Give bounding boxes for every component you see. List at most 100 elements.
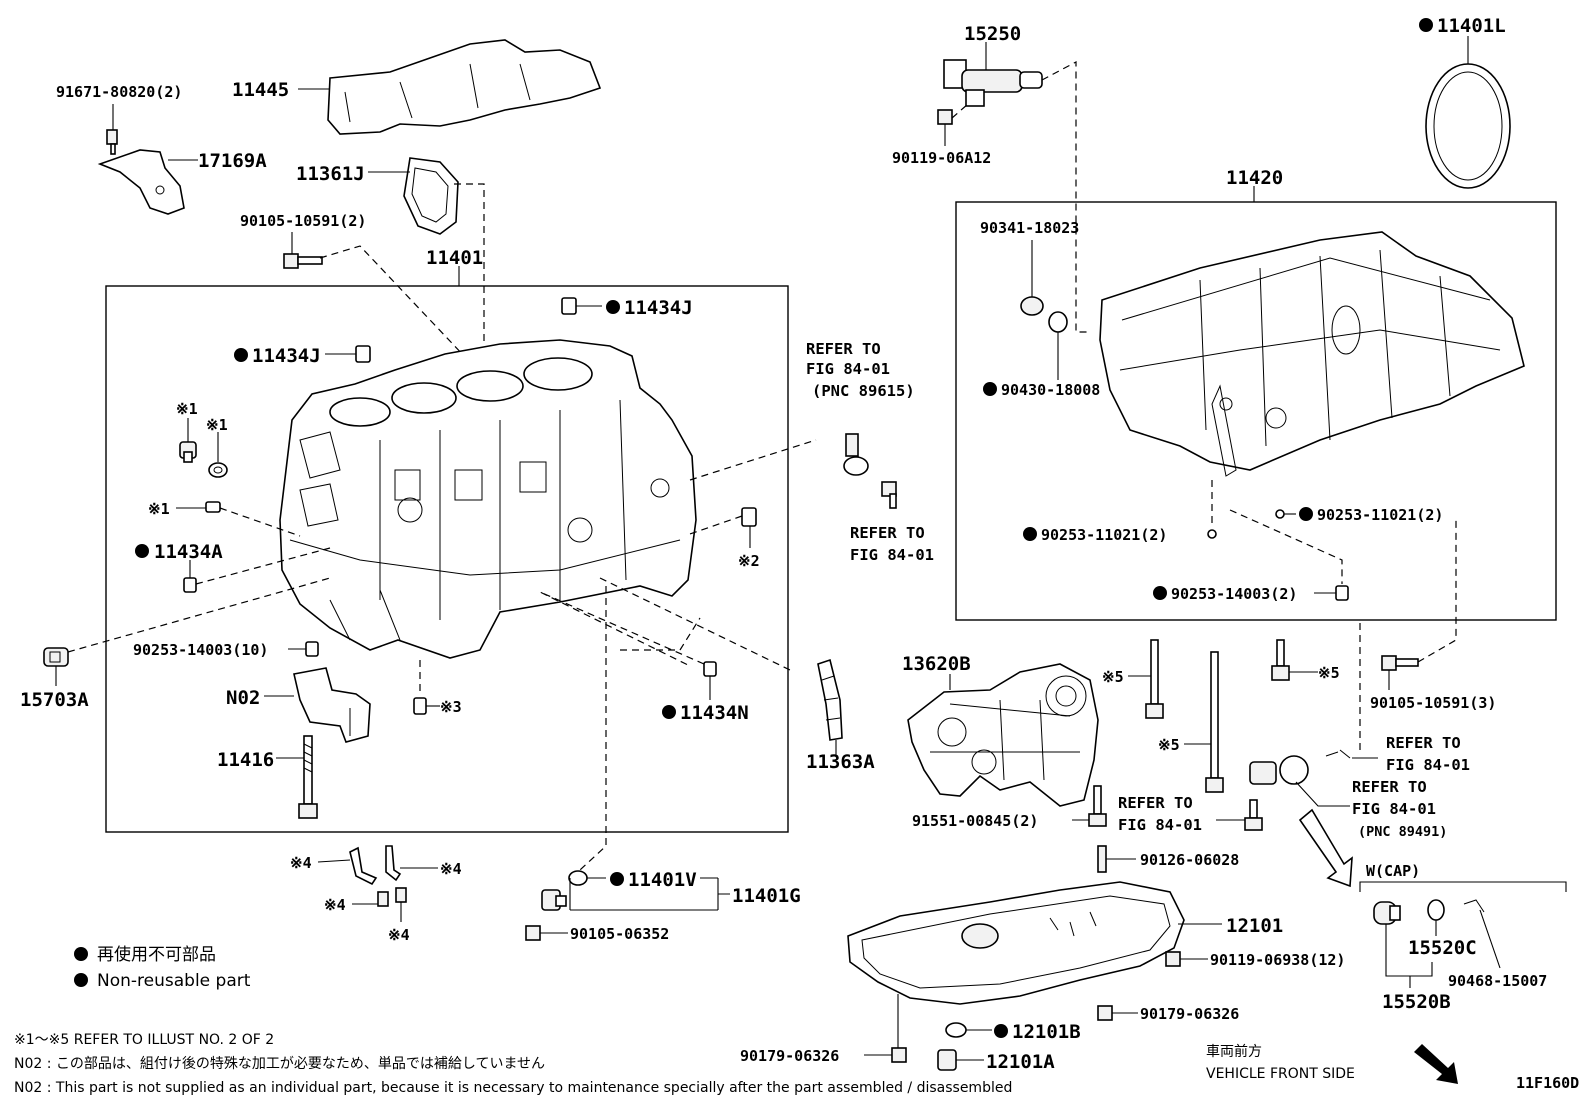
label-91671: 91671-80820(2) <box>56 83 182 101</box>
bolt-90119-06A12-part <box>937 109 953 125</box>
pin-90253-14003-2-part <box>1335 585 1349 601</box>
dash-90105-10591-2 <box>319 245 467 359</box>
legend-en: Non-reusable part <box>97 971 251 991</box>
refer-4-line1: REFER TO <box>1386 734 1461 752</box>
install-direction-arrow-icon <box>1298 808 1353 888</box>
label-x1-b: ※1 <box>206 416 228 434</box>
label-11434A: 11434A <box>154 541 223 563</box>
bolt-x5-a-part <box>1145 639 1164 719</box>
gasket-x1-part <box>208 462 228 478</box>
oil-pan-group-box <box>955 201 1557 621</box>
label-x2: ※2 <box>738 552 760 570</box>
label-x5-a: ※5 <box>1102 668 1124 686</box>
label-x1-c: ※1 <box>148 500 170 518</box>
front-arrow-icon <box>1414 1044 1458 1084</box>
refer-5-line3: (PNC 89491) <box>1358 824 1447 840</box>
bracket-11401G <box>569 877 730 911</box>
dash-11361J <box>454 183 485 346</box>
label-90253-11021-a: 90253-11021(2) <box>1041 526 1167 544</box>
label-90126: 90126-06028 <box>1140 851 1239 869</box>
refer-1-line2: FIG 84-01 <box>806 360 890 378</box>
drain-plug-12101A-part <box>937 1049 957 1071</box>
label-90253-14003-10: 90253-14003(10) <box>133 641 268 659</box>
label-x3: ※3 <box>440 698 462 716</box>
bolt-x5-b-part <box>1205 651 1224 793</box>
refer-3-line2: FIG 84-01 <box>1118 816 1202 834</box>
label-11401V: 11401V <box>628 869 697 891</box>
dash-15250 <box>1041 61 1090 333</box>
label-90341: 90341-18023 <box>980 219 1079 237</box>
dash-90105-10591-3 <box>1417 520 1457 663</box>
bracket-17169A-part <box>97 149 185 215</box>
label-11434J-right: 11434J <box>624 297 693 319</box>
bolt-refer-3-part <box>1244 799 1263 831</box>
stud-91551-part <box>1088 785 1107 827</box>
label-x4-d: ※4 <box>388 926 410 944</box>
label-x1-a: ※1 <box>176 400 198 418</box>
pin-x1-part <box>205 501 221 513</box>
label-x5-c: ※5 <box>1318 664 1340 682</box>
plug-11401G-part <box>541 889 567 911</box>
legend-dot-en <box>74 973 88 987</box>
label-12101B: 12101B <box>1012 1021 1081 1043</box>
wcap-bracket <box>1359 881 1567 892</box>
label-90105-06352: 90105-06352 <box>570 925 669 943</box>
pin-90253-14003-10-part <box>305 641 319 657</box>
clip-x4-part <box>377 887 407 907</box>
cylinder-block-group-box <box>105 285 789 833</box>
label-11434N: 11434N <box>680 702 749 724</box>
dash-x2 <box>689 515 743 535</box>
oil-pump-13620B-part <box>907 663 1099 807</box>
nonreusable-mark-90253-14003-2 <box>1153 586 1167 600</box>
oil-seal-11401L-part <box>1425 63 1511 189</box>
nonreusable-mark-11434N <box>662 705 676 719</box>
label-N02: N02 <box>226 687 260 709</box>
refer-5-line2: FIG 84-01 <box>1352 800 1436 818</box>
label-90105-10591-2: 90105-10591(2) <box>240 212 366 230</box>
oil-pan-11420-part <box>1099 231 1525 477</box>
pin-11434J-right-part <box>561 297 577 315</box>
label-90179-b: 90179-06326 <box>740 1047 839 1065</box>
label-11363A: 11363A <box>806 751 875 773</box>
label-11401: 11401 <box>426 247 483 269</box>
leader-refer-5 <box>1295 781 1350 807</box>
insulator-11445-part <box>327 39 602 135</box>
bolt-90105-10591-3-part <box>1381 655 1419 671</box>
dash-15703A <box>67 577 331 653</box>
label-wcap: W(CAP) <box>1366 862 1420 880</box>
label-90179-a: 90179-06326 <box>1140 1005 1239 1023</box>
label-x4-a: ※4 <box>290 854 312 872</box>
bearing-cap-N02-part <box>293 667 371 743</box>
front-ja: 車両前方 <box>1206 1043 1262 1060</box>
bolt-x5-c-part <box>1271 639 1290 681</box>
bolt-91671-part <box>106 129 118 155</box>
nonreusable-mark-11401V <box>610 872 624 886</box>
label-90105-10591-3: 90105-10591(3) <box>1370 694 1496 712</box>
gasket-12101B-part <box>945 1022 967 1038</box>
pin-11434N-part <box>703 661 717 677</box>
label-15703A: 15703A <box>20 689 89 711</box>
legend-ja: 再使用不可部品 <box>97 944 216 965</box>
oil-pan-12101-part <box>847 881 1185 1005</box>
cap-15520B-part <box>1373 901 1401 925</box>
clip-90468-part <box>1463 899 1485 913</box>
pin-90253-11021-b-part <box>1275 509 1285 519</box>
refer-3-line1: REFER TO <box>1118 794 1193 812</box>
oring-11401V-part <box>568 870 588 886</box>
label-90468: 90468-15007 <box>1448 972 1547 990</box>
nonreusable-mark-11434J-left <box>234 348 248 362</box>
label-15250: 15250 <box>964 23 1021 45</box>
pin-x3-part <box>413 697 427 715</box>
note-line3: N02 : This part is not supplied as an in… <box>14 1080 1012 1096</box>
label-11401G: 11401G <box>732 885 801 907</box>
refer-4-line2: FIG 84-01 <box>1386 756 1470 774</box>
nonreusable-mark-90253-11021-b <box>1299 507 1313 521</box>
tube-11363A-part <box>817 658 843 741</box>
nut-90179-b-part <box>891 1047 907 1063</box>
gasket-15520C-part <box>1427 899 1445 921</box>
bracket-15520B <box>1385 924 1433 977</box>
label-11434J-left: 11434J <box>252 345 321 367</box>
label-17169A: 17169A <box>198 150 267 172</box>
label-90119-06938: 90119-06938(12) <box>1210 951 1345 969</box>
